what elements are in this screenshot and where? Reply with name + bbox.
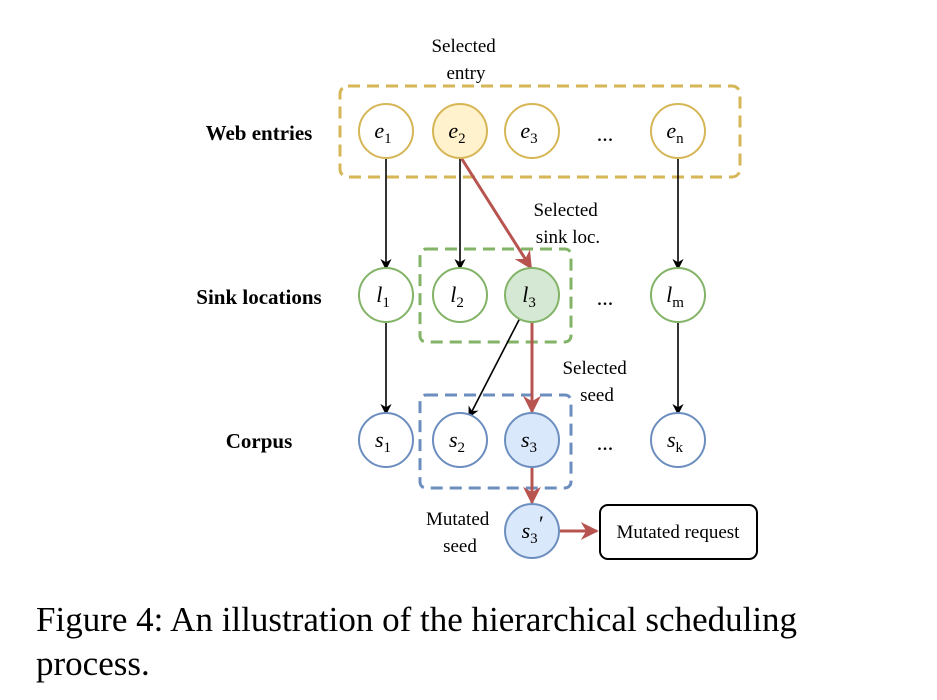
- seed-node-label: s: [375, 427, 384, 452]
- row-label-web-entries: Web entries: [206, 121, 313, 145]
- svg-text:lm: lm: [666, 282, 684, 311]
- entry-node-label: e: [520, 118, 530, 143]
- location-node-subscript: m: [672, 295, 684, 311]
- red-arrow-e2-l3: [458, 155, 533, 270]
- mutated-request-label: Mutated request: [617, 522, 741, 543]
- entry-node-subscript: 2: [458, 131, 466, 147]
- mutated-seed-sub: 3: [530, 531, 538, 547]
- mutated-seed-base: s: [522, 518, 531, 543]
- mutated-seed-node: s3′: [504, 503, 560, 559]
- row-label-corpus: Corpus: [226, 429, 293, 453]
- svg-text:e2: e2: [448, 118, 465, 147]
- entry-node-e2: e2: [432, 103, 488, 159]
- corpus-ellipsis: ...: [597, 430, 614, 455]
- location-node-l2: l2: [432, 267, 488, 323]
- seed-node-s1: s1: [358, 412, 414, 468]
- svg-text:s1: s1: [375, 427, 391, 456]
- seed-node-label: s: [449, 427, 458, 452]
- entry-node-e3: e3: [504, 103, 560, 159]
- row-label-sink-locations: Sink locations: [196, 285, 321, 309]
- annotation-mutated-seed: Mutated seed: [426, 509, 494, 557]
- svg-text:s3′: s3′: [522, 511, 544, 547]
- locations-ellipsis: ...: [597, 285, 614, 310]
- svg-text:e3: e3: [520, 118, 537, 147]
- svg-text:s2: s2: [449, 427, 465, 456]
- entry-node-label: e: [374, 118, 384, 143]
- svg-text:en: en: [666, 118, 684, 147]
- location-node-l1: l1: [358, 267, 414, 323]
- svg-text:e1: e1: [374, 118, 391, 147]
- seed-selection-box: [418, 393, 573, 490]
- svg-text:l1: l1: [376, 282, 390, 311]
- svg-text:s3: s3: [521, 427, 537, 456]
- mutated-seed-prime: ′: [538, 511, 544, 536]
- arrow-l3-s2: [468, 317, 521, 418]
- svg-text:l2: l2: [450, 282, 464, 311]
- annotation-selected-entry: Selected entry: [431, 36, 500, 84]
- seed-node-s2: s2: [432, 412, 488, 468]
- seed-node-label: s: [521, 427, 530, 452]
- hierarchical-scheduling-diagram: Web entries Sink locations Corpus Select…: [196, 36, 758, 560]
- location-node-label: l: [376, 282, 382, 307]
- location-node-label: l: [666, 282, 672, 307]
- entry-node-label: e: [666, 118, 676, 143]
- location-node-label: l: [522, 282, 528, 307]
- location-node-label: l: [450, 282, 456, 307]
- svg-text:l3: l3: [522, 282, 536, 311]
- seed-node-label: s: [667, 427, 676, 452]
- seed-node-s3: s3: [504, 412, 560, 468]
- entry-node-en: en: [650, 103, 706, 159]
- seed-node-subscript: 2: [458, 440, 466, 456]
- entry-node-subscript: 1: [384, 131, 392, 147]
- entry-node-subscript: n: [676, 131, 684, 147]
- entry-node-subscript: 3: [530, 131, 538, 147]
- seed-node-subscript: 3: [530, 440, 538, 456]
- figure-caption: Figure 4: An illustration of the hierarc…: [36, 600, 798, 683]
- entry-node-label: e: [448, 118, 458, 143]
- seed-node-subscript: k: [676, 440, 684, 456]
- mutated-request-box: Mutated request: [599, 504, 758, 560]
- entries-ellipsis: ...: [597, 121, 614, 146]
- entry-node-e1: e1: [358, 103, 414, 159]
- sink-selection-box: [418, 247, 573, 344]
- location-node-subscript: 2: [456, 295, 464, 311]
- svg-text:sk: sk: [667, 427, 684, 456]
- location-node-l3: l3: [504, 267, 560, 323]
- entries-group-box: [338, 84, 742, 179]
- location-node-subscript: 3: [528, 295, 536, 311]
- location-node-lm: lm: [650, 267, 706, 323]
- annotation-selected-seed: Selected seed: [562, 358, 631, 406]
- annotation-selected-sink: Selected sink loc.: [533, 200, 602, 248]
- seed-node-subscript: 1: [384, 440, 392, 456]
- seed-node-sk: sk: [650, 412, 706, 468]
- location-node-subscript: 1: [382, 295, 390, 311]
